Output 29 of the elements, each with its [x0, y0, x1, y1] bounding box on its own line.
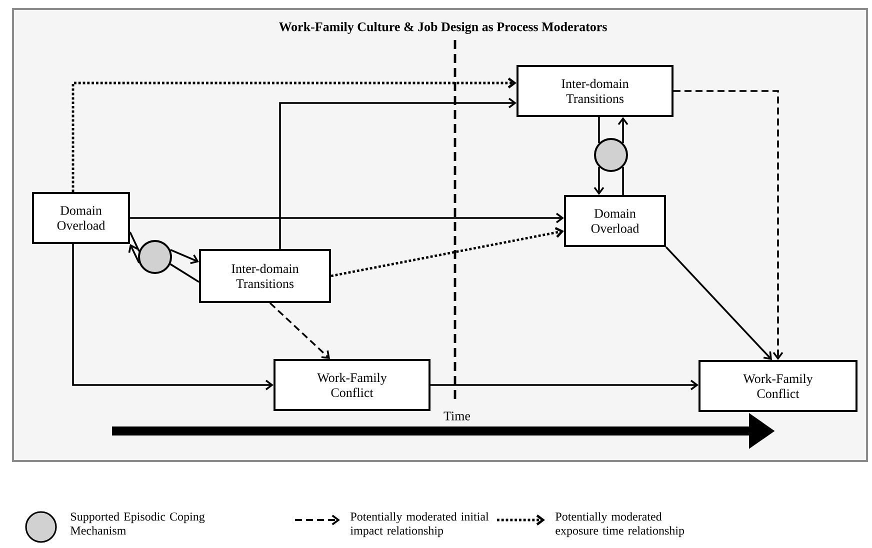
connector: [622, 167, 624, 195]
connector: [430, 380, 698, 390]
connector: [598, 117, 600, 143]
legend-text: Potentially moderated initial impact relationship: [350, 512, 489, 538]
process-box: Inter-domain Transitions: [199, 249, 331, 303]
coping-circle: [594, 138, 628, 172]
legend-text: Supported Episodic Coping Mechanism: [70, 512, 205, 535]
connector: [665, 246, 772, 360]
connector: [330, 227, 564, 278]
process-box: Work-Family Conflict: [274, 359, 430, 411]
process-box: Inter-domain Transitions: [516, 65, 674, 117]
axis-label: Time: [444, 412, 470, 420]
connector: [674, 90, 784, 360]
connector: [129, 232, 140, 252]
connector: [130, 212, 564, 224]
connector: [594, 167, 604, 195]
connector: [128, 244, 140, 264]
connector: [269, 302, 330, 359]
connector: [72, 244, 274, 390]
connector: [279, 98, 516, 249]
connector: [618, 117, 628, 143]
connector: [170, 248, 200, 264]
legend-text: Potentially moderated exposure time relationship: [556, 512, 684, 538]
connector: [72, 78, 516, 192]
process-box: Work-Family Conflict: [698, 360, 858, 412]
coping-circle: [138, 240, 172, 274]
process-box: Domain Overload: [564, 195, 666, 247]
connector: [170, 263, 200, 283]
process-box: Domain Overload: [32, 192, 130, 244]
